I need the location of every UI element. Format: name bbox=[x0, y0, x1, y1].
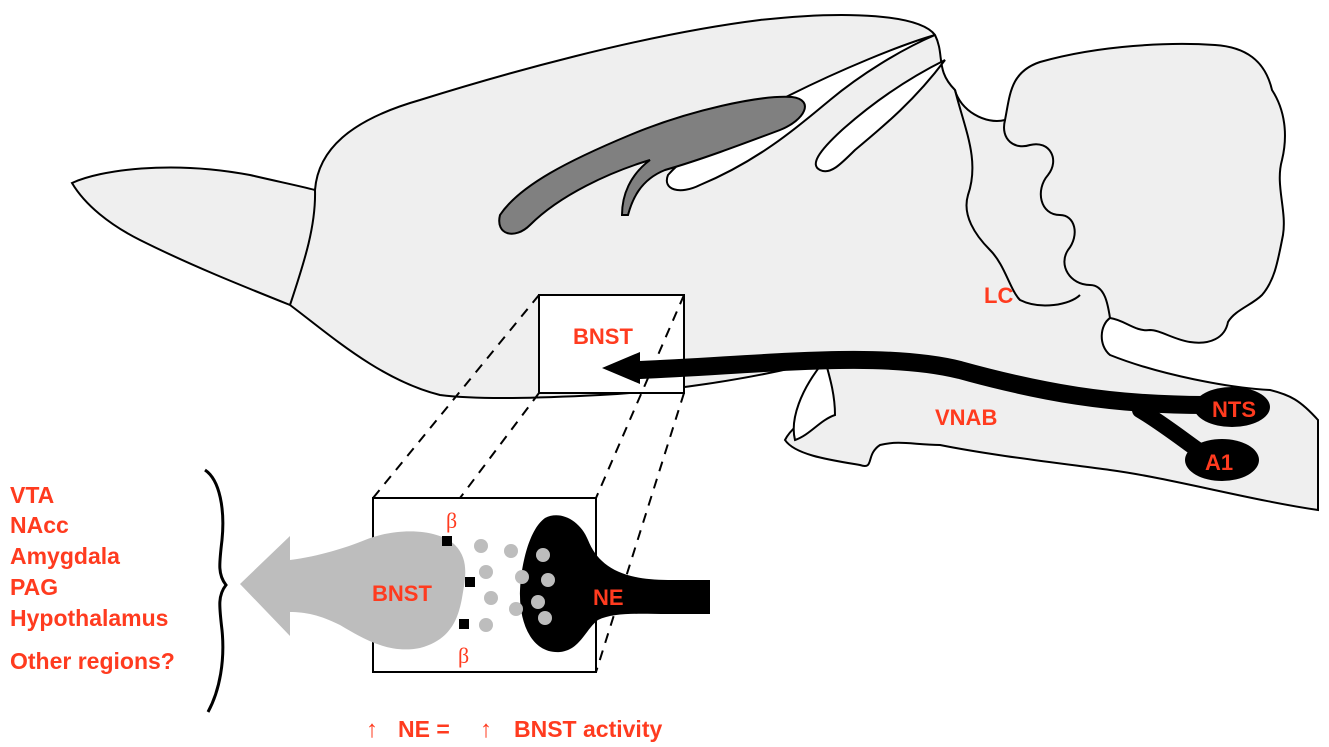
target-item: Hypothalamus bbox=[10, 605, 168, 631]
target-item: NAcc bbox=[10, 512, 69, 538]
label-lc: LC bbox=[984, 283, 1013, 308]
target-item: VTA bbox=[10, 482, 54, 508]
target-item: Amygdala bbox=[10, 543, 120, 569]
target-brace bbox=[205, 470, 226, 712]
equation-bnst-activity: BNST activity bbox=[514, 716, 662, 742]
label-bnst-brain: BNST bbox=[573, 324, 633, 349]
brain-outline bbox=[72, 15, 1318, 510]
equation: ↑ NE = ↑ BNST activity bbox=[366, 716, 662, 743]
label-nts: NTS bbox=[1212, 397, 1256, 422]
beta-top: β bbox=[446, 508, 457, 533]
label-vnab: VNAB bbox=[935, 405, 997, 430]
label-ne-inset: NE bbox=[593, 585, 624, 610]
label-a1: A1 bbox=[1205, 450, 1233, 475]
increase-arrow-right: ↑ bbox=[480, 716, 492, 743]
target-item: Other regions? bbox=[10, 648, 175, 674]
beta-bottom: β bbox=[458, 643, 469, 668]
target-list: VTA NAcc Amygdala PAG Hypothalamus Other… bbox=[10, 482, 175, 674]
target-item: PAG bbox=[10, 574, 58, 600]
equation-ne: NE = bbox=[398, 716, 450, 742]
label-bnst-inset: BNST bbox=[372, 581, 432, 606]
increase-arrow-left: ↑ bbox=[366, 716, 378, 743]
